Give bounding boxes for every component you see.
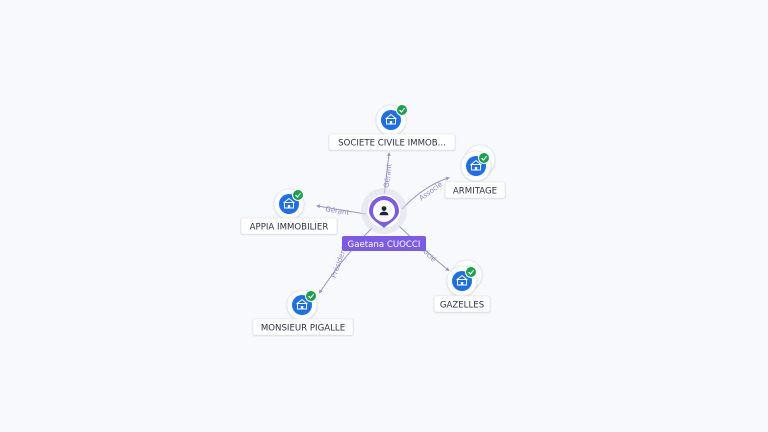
building-icon — [385, 113, 397, 125]
building-icon — [456, 274, 468, 286]
building-icon — [470, 159, 482, 171]
edge-label-societe-civile: Gérant — [383, 163, 394, 188]
node-label-monsieur-pigalle: MONSIEUR PIGALLE — [261, 324, 345, 334]
node-appia[interactable]: APPIA IMMOBILIER — [240, 188, 338, 235]
building-icon — [283, 197, 295, 209]
check-badge-icon — [396, 104, 408, 116]
node-label-gazelles: GAZELLES — [440, 301, 484, 311]
node-label-armitage: ARMITAGE — [453, 187, 497, 197]
check-badge-icon — [478, 152, 490, 164]
center-label: Gaetana CUOCCI — [348, 240, 421, 250]
edge-appia: Gérant — [316, 204, 367, 217]
edge-armitage: Associé — [401, 176, 450, 210]
check-badge-icon — [292, 189, 304, 201]
check-badge-icon — [305, 290, 317, 302]
node-label-appia: APPIA IMMOBILIER — [250, 223, 329, 233]
node-armitage[interactable]: ARMITAGE — [444, 144, 506, 199]
check-badge-icon — [465, 266, 477, 278]
building-icon — [296, 298, 308, 310]
node-label-societe-civile: SOCIETE CIVILE IMMOB... — [338, 139, 446, 149]
node-societe-civile[interactable]: SOCIETE CIVILE IMMOB... — [328, 104, 456, 151]
edge-label-appia: Gérant — [325, 205, 350, 217]
center-label-box — [342, 236, 426, 251]
node-monsieur-pigalle[interactable]: MONSIEUR PIGALLE — [252, 289, 354, 336]
node-gazelles[interactable]: GAZELLES — [433, 259, 491, 313]
person-icon — [379, 206, 389, 216]
center-node[interactable]: Gaetana CUOCCI — [342, 188, 426, 251]
company-nodes: SOCIETE CIVILE IMMOB... ARMITAGE — [240, 104, 506, 336]
